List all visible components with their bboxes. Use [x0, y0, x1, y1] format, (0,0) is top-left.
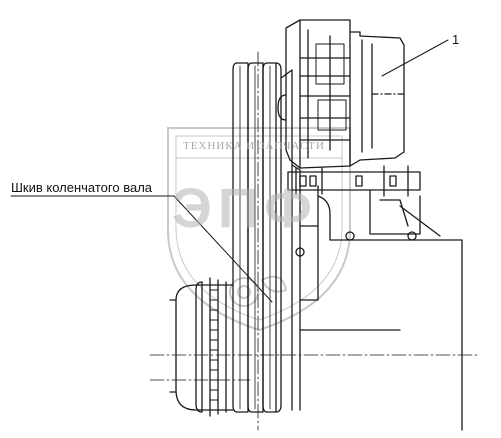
crankshaft-hub	[169, 277, 234, 417]
crankshaft-pulley	[232, 62, 282, 413]
leader-line-pulley	[10, 195, 273, 303]
center-lines	[149, 51, 481, 431]
pulley-label: Шкив коленчатого вала	[11, 180, 153, 195]
compressor-unit	[277, 19, 405, 169]
watermark-gear-icon	[229, 277, 259, 307]
watermark-caption: ТЕХНИКА И ЗАПЧАСТИ	[183, 140, 325, 152]
engine-block	[299, 239, 463, 431]
callout-1-label: 1	[452, 32, 460, 47]
watermark-leaf-icon	[260, 275, 288, 293]
watermark-letters: ЭПФ	[172, 176, 318, 239]
leader-line-1	[381, 39, 449, 77]
watermark-emblem	[167, 127, 351, 332]
